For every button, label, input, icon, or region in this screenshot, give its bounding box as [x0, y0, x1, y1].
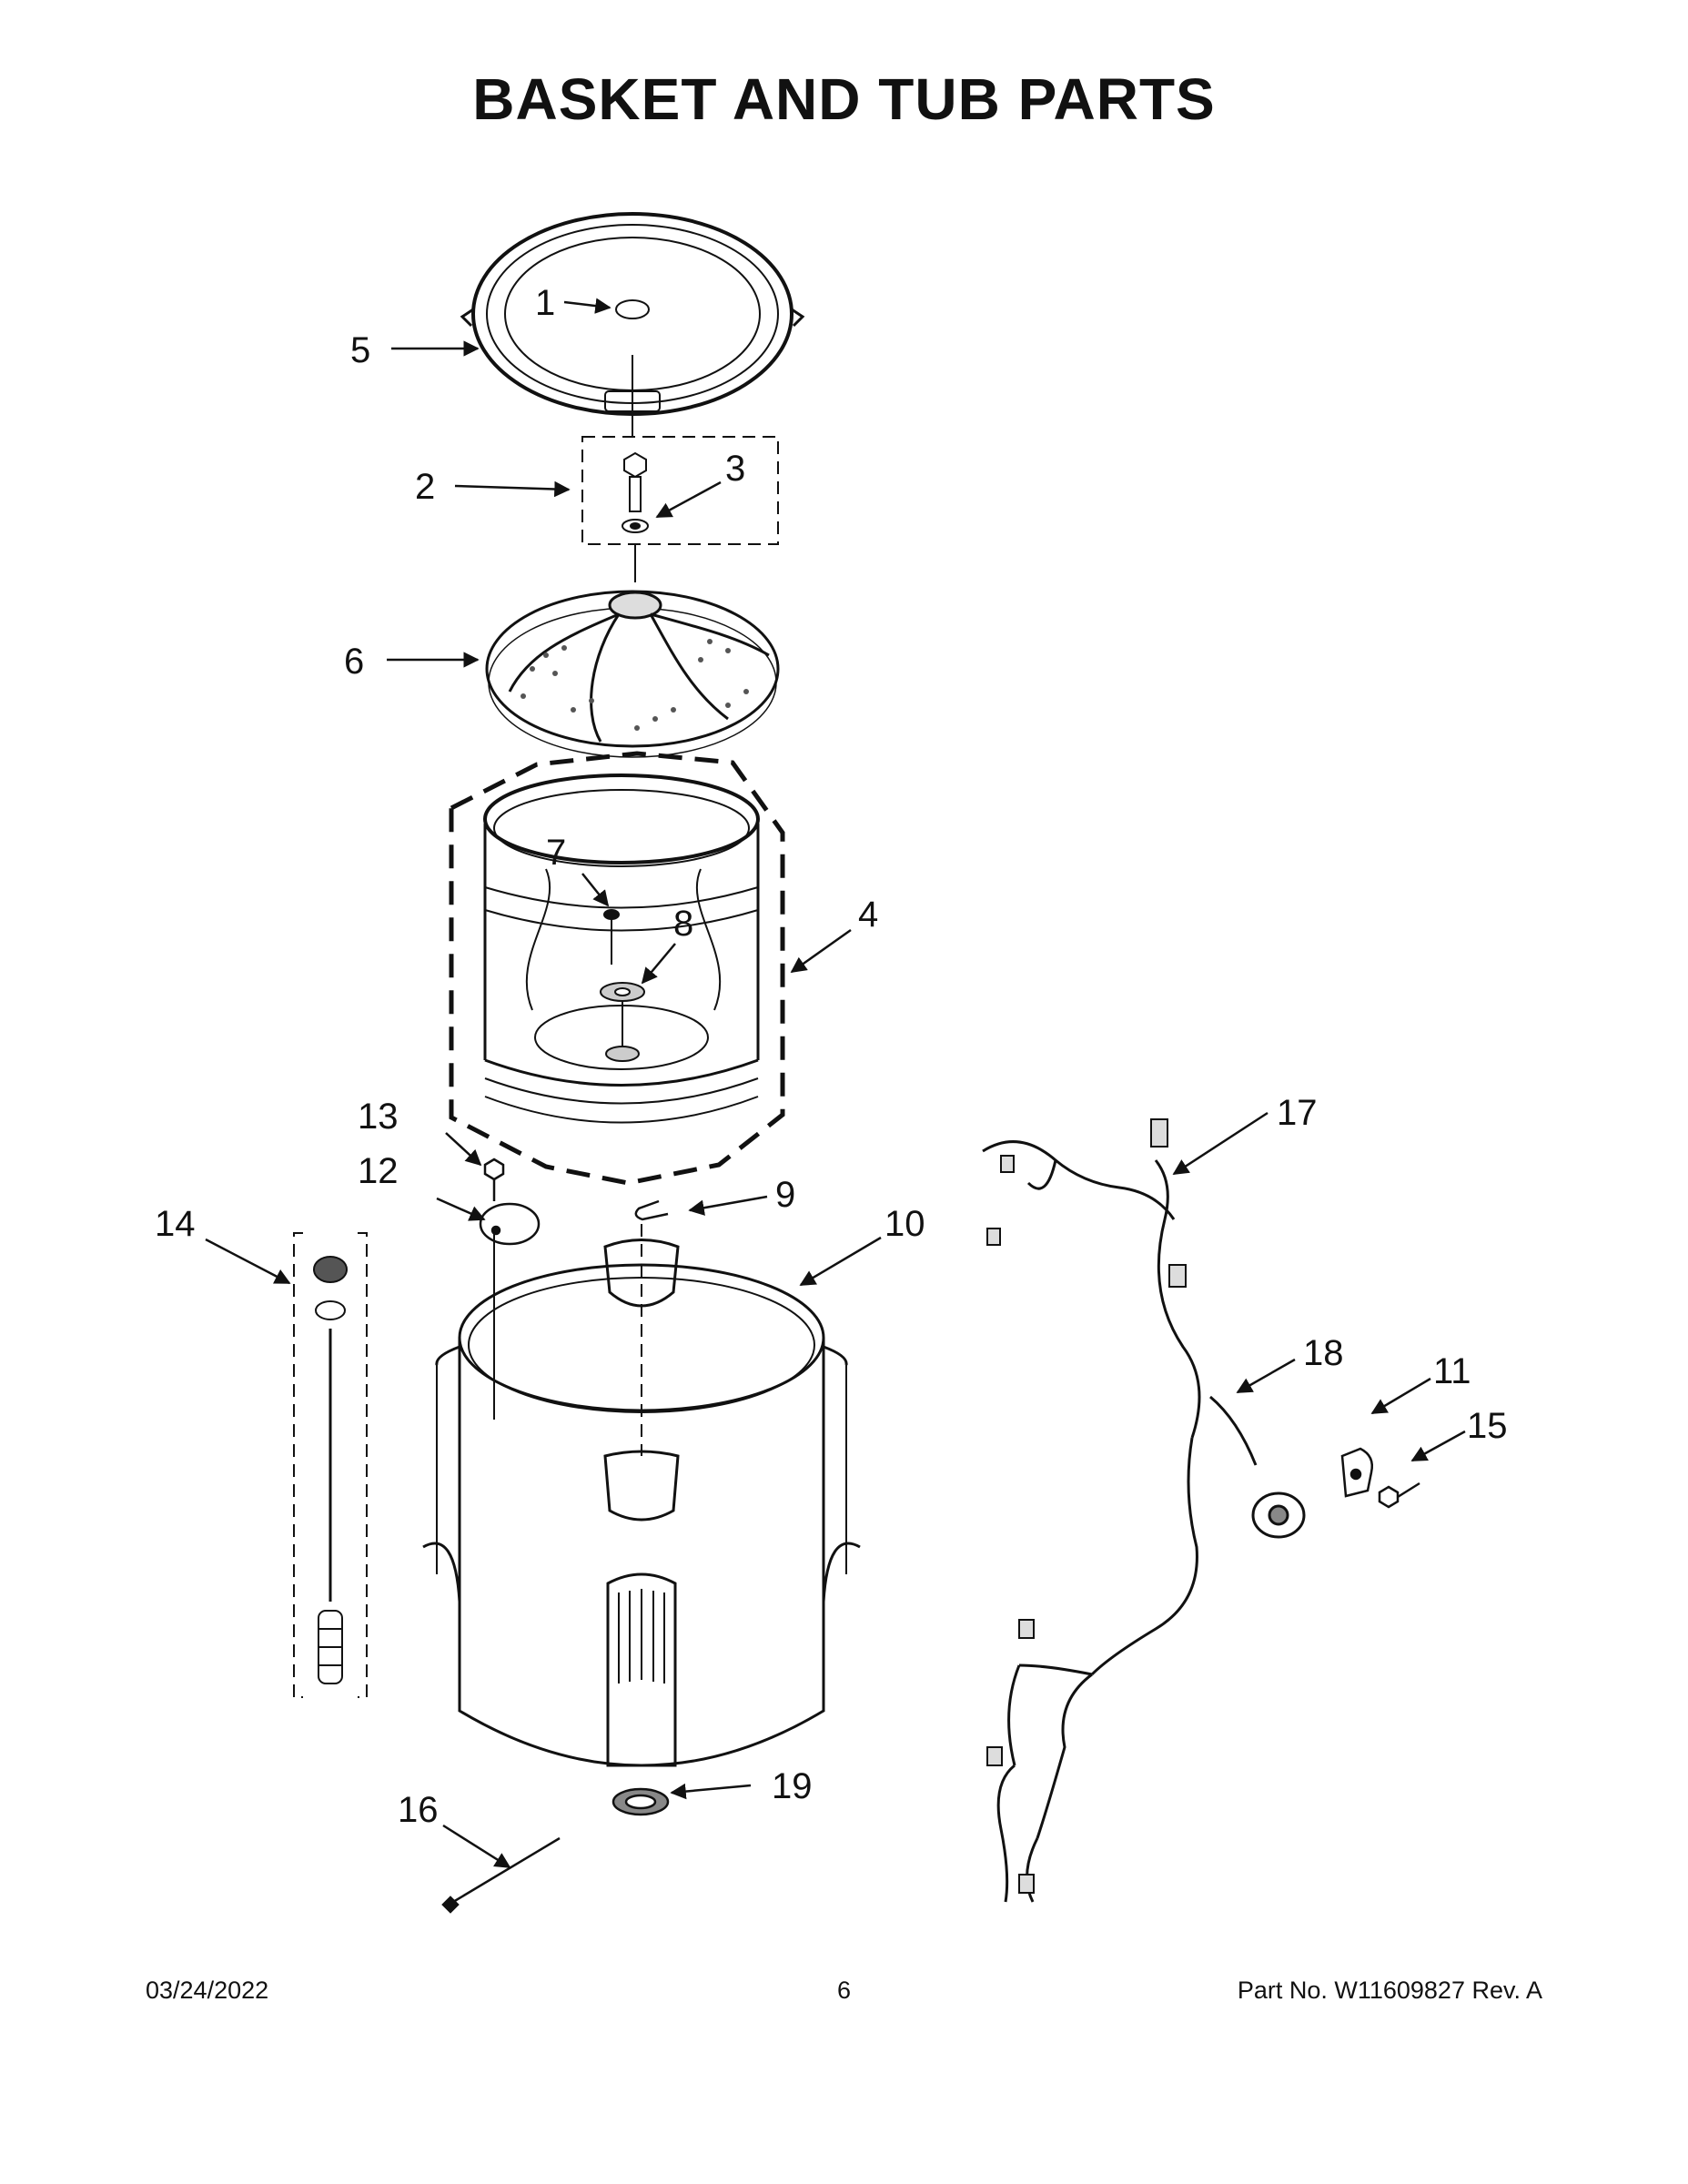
callout-4: 4 — [858, 895, 878, 935]
callout-10: 10 — [884, 1204, 925, 1244]
bolt-washer-group — [581, 355, 779, 582]
strap-and-seal — [441, 1787, 670, 1914]
basket-part — [449, 751, 785, 1186]
callout-1: 1 — [535, 283, 555, 323]
callout-3: 3 — [725, 449, 745, 489]
footer-page-number: 6 — [836, 1977, 852, 2004]
callout-18: 18 — [1303, 1333, 1344, 1373]
wire-harness-part — [982, 1118, 1306, 1903]
basket-screw-hub — [600, 909, 645, 1062]
footer-date: 03/24/2022 — [146, 1977, 269, 2004]
callout-numbers: 1 2 3 4 5 6 7 8 9 10 11 12 13 14 15 16 1… — [155, 283, 1508, 1830]
callout-17: 17 — [1277, 1093, 1318, 1133]
callout-16: 16 — [398, 1790, 439, 1830]
clip-and-screw — [1340, 1447, 1420, 1509]
impeller-part — [485, 590, 780, 758]
footer-part-number: Part No. W11609827 Rev. A — [1237, 1977, 1542, 2004]
callout-13: 13 — [358, 1097, 399, 1137]
callout-6: 6 — [344, 642, 364, 682]
callout-7: 7 — [546, 833, 566, 873]
outer-tub-part — [422, 1224, 861, 1767]
suspension-rod-part — [293, 1232, 368, 1698]
callout-11: 11 — [1433, 1351, 1471, 1391]
page-title: BASKET AND TUB PARTS — [472, 66, 1216, 132]
callout-2: 2 — [415, 467, 435, 507]
small-parts-top — [479, 1158, 669, 1246]
callout-8: 8 — [673, 904, 693, 944]
callout-9: 9 — [775, 1175, 795, 1215]
callout-12: 12 — [358, 1151, 399, 1191]
callout-14: 14 — [155, 1204, 196, 1244]
callout-arrows — [205, 298, 1466, 1869]
callout-15: 15 — [1467, 1406, 1508, 1446]
callout-19: 19 — [772, 1766, 813, 1806]
callout-5: 5 — [350, 330, 370, 370]
